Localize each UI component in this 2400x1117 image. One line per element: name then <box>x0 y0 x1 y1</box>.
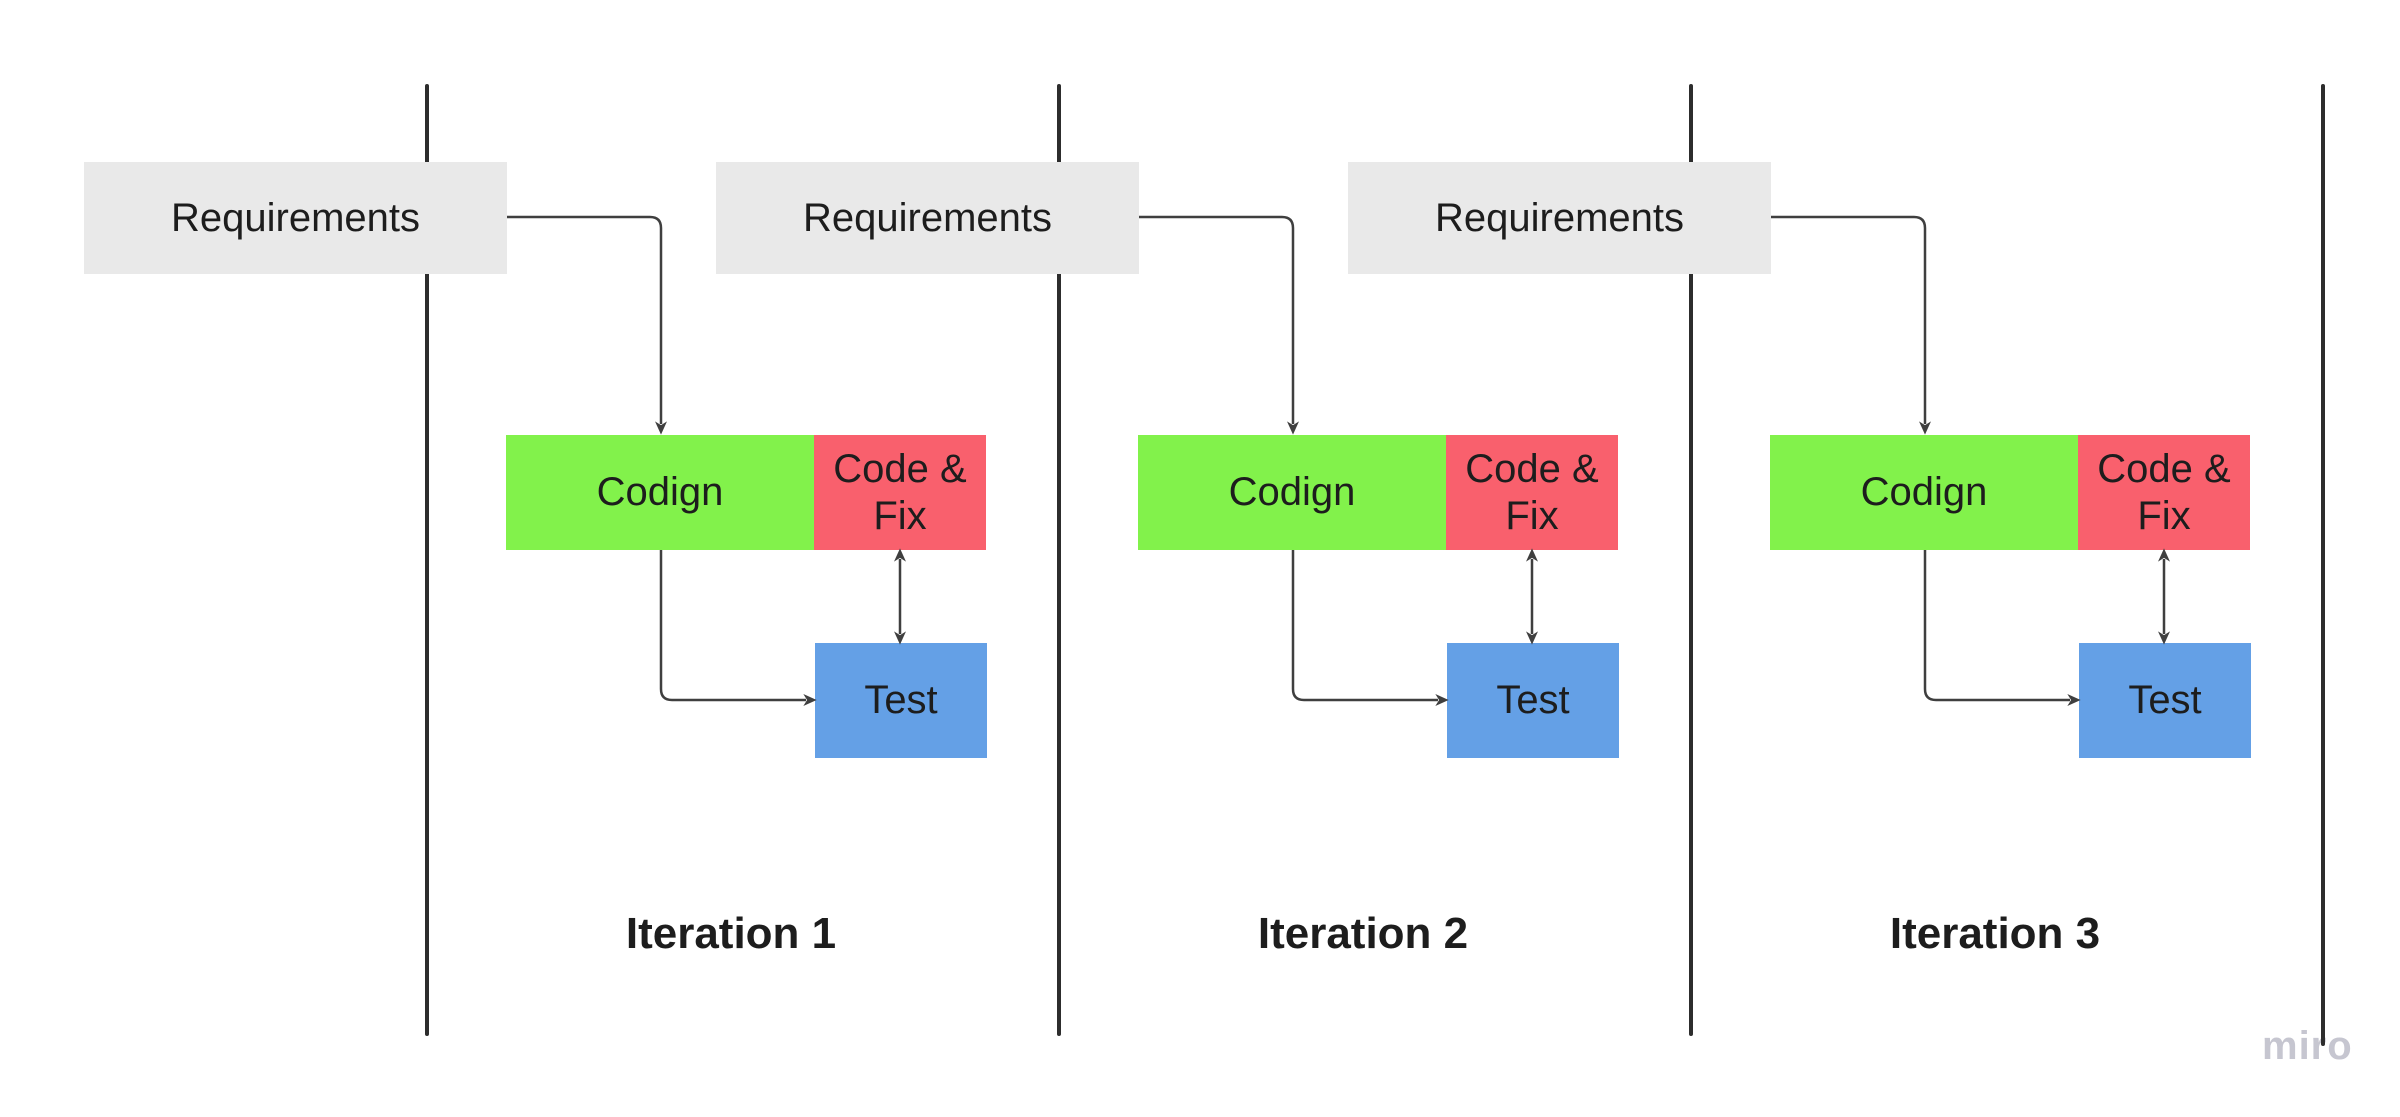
coding-box-2[interactable]: Codign <box>1138 435 1446 550</box>
arrow-coding-to-test-3[interactable] <box>1923 550 2081 706</box>
code-fix-box-3[interactable]: Code & Fix <box>2078 435 2250 550</box>
test-box-1[interactable]: Test <box>815 643 987 758</box>
iteration-1-label: Iteration 1 <box>511 908 951 960</box>
arrow-requirements-to-coding-2[interactable] <box>1139 215 1299 435</box>
divider-line-4[interactable] <box>2321 84 2325 1046</box>
requirements-label-1: Requirements <box>170 195 420 240</box>
iteration-2-label-text: Iteration 2 <box>1257 909 1469 958</box>
coding-box-1[interactable]: Codign <box>506 435 814 550</box>
arrow-requirements-to-coding-3[interactable] <box>1771 215 1931 435</box>
miro-logo: miro <box>2262 1024 2353 1068</box>
divider-line-1[interactable] <box>425 84 429 1036</box>
iteration-1-label-text: Iteration 1 <box>625 909 837 958</box>
coding-box-3[interactable]: Codign <box>1770 435 2078 550</box>
coding-label-3: Codign <box>1860 470 1988 515</box>
requirements-box-3[interactable]: Requirements <box>1348 162 1771 274</box>
test-box-3[interactable]: Test <box>2079 643 2251 758</box>
arrow-requirements-to-coding-1[interactable] <box>507 215 667 435</box>
code-fix-box-1[interactable]: Code & Fix <box>814 435 986 550</box>
code-fix-label-2: Code & Fix <box>1465 447 1599 538</box>
test-label-1: Test <box>864 678 938 723</box>
test-box-2[interactable]: Test <box>1447 643 1619 758</box>
divider-line-3[interactable] <box>1689 84 1693 1036</box>
arrow-coding-to-test-1[interactable] <box>659 550 817 706</box>
requirements-label-2: Requirements <box>802 195 1052 240</box>
code-fix-label-3: Code & Fix <box>2097 447 2231 538</box>
divider-line-2[interactable] <box>1057 84 1061 1036</box>
requirements-box-1[interactable]: Requirements <box>84 162 507 274</box>
coding-label-1: Codign <box>596 470 724 515</box>
requirements-label-3: Requirements <box>1434 195 1684 240</box>
code-fix-box-2[interactable]: Code & Fix <box>1446 435 1618 550</box>
test-label-2: Test <box>1496 678 1570 723</box>
coding-label-2: Codign <box>1228 470 1356 515</box>
iteration-3-label-text: Iteration 3 <box>1889 909 2101 958</box>
iteration-2-label: Iteration 2 <box>1143 908 1583 960</box>
test-label-3: Test <box>2128 678 2202 723</box>
requirements-box-2[interactable]: Requirements <box>716 162 1139 274</box>
arrow-coding-to-test-2[interactable] <box>1291 550 1449 706</box>
code-fix-label-1: Code & Fix <box>833 447 967 538</box>
iteration-3-label: Iteration 3 <box>1775 908 2215 960</box>
